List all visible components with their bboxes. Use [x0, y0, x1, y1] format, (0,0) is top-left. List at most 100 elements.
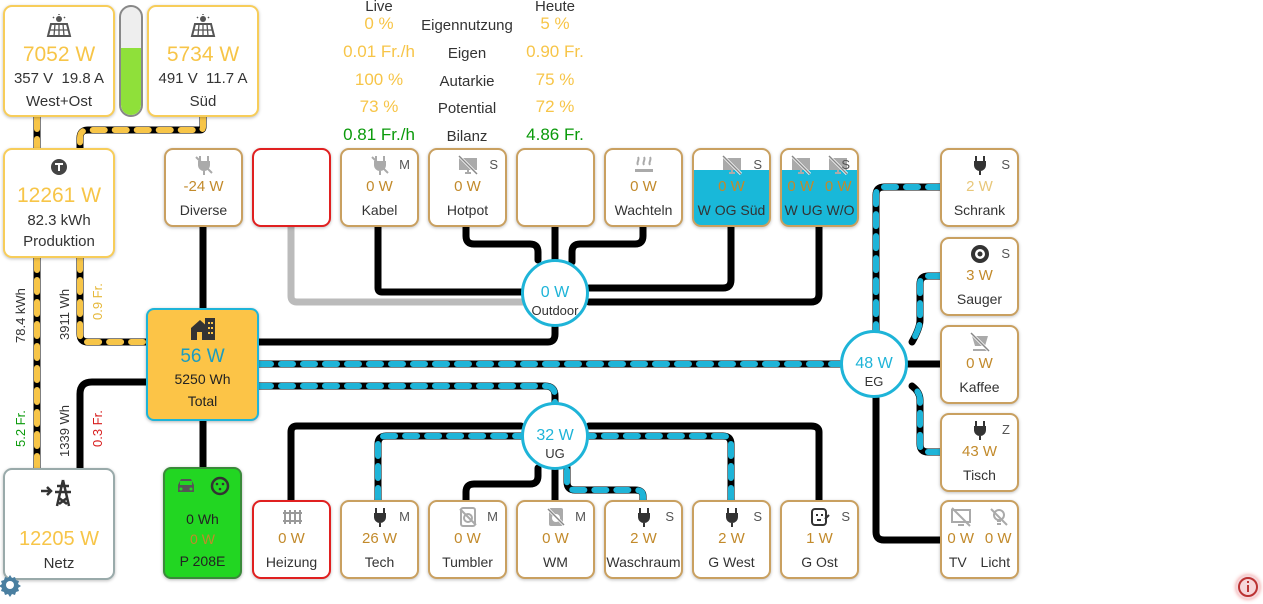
production-card[interactable]: 12261 W 82.3 kWh Produktion — [3, 148, 115, 258]
wire-heizung-ug — [287, 422, 525, 504]
solar-west-volts-amps: 357 V 19.8 A — [13, 70, 105, 87]
solar-sued-card[interactable]: 5734 W 491 V 11.7 A Süd — [147, 5, 259, 117]
stat-live-value: 73 % — [359, 97, 399, 116]
device-value: 2 W — [630, 530, 657, 547]
car-icon — [175, 477, 197, 500]
card-empty-1[interactable] — [252, 148, 331, 227]
device-label: W OG Süd — [697, 202, 766, 218]
mode-tag: S — [1001, 246, 1010, 261]
stat-label: Potential — [437, 100, 497, 117]
mode-tag: Z — [1002, 422, 1010, 437]
mode-tag: M — [399, 509, 410, 524]
device-value: 0 W — [454, 178, 481, 195]
car-card[interactable]: 0 Wh 0 W P 208E — [163, 467, 242, 579]
card-g-ost[interactable]: S 1 W G Ost — [780, 500, 859, 579]
device-label: Tumbler — [442, 554, 493, 570]
device-value-2: 0 W — [984, 530, 1012, 547]
total-card[interactable]: 56 W 5250 Wh Total — [146, 308, 259, 421]
solar-west-label: West+Ost — [26, 93, 92, 110]
card-wachteln[interactable]: 0 W Wachteln — [604, 148, 683, 227]
wire-gost-ug — [585, 422, 823, 504]
device-value: 0 W — [630, 178, 657, 195]
device-value-1: 0 W — [787, 178, 815, 195]
ug-hub[interactable]: 32 W UG — [521, 402, 589, 470]
prod-grid-energy: 78.4 kWh — [13, 288, 28, 343]
stat-label: Bilanz — [446, 128, 488, 145]
device-label: G Ost — [801, 554, 838, 570]
card-diverse[interactable]: -24 W Diverse — [164, 148, 243, 227]
total-label: Total — [187, 393, 218, 409]
wire-prod-total-flow — [77, 255, 149, 345]
stat-label: Eigennutzung — [421, 17, 513, 34]
outdoor-hub[interactable]: 0 W Outdoor — [521, 259, 589, 327]
device-label: Schrank — [953, 202, 1006, 218]
solar-sued-label: Süd — [189, 93, 217, 110]
mode-tag: S — [753, 509, 762, 524]
wire-waschraum-ug — [563, 462, 647, 504]
device-value: -24 W — [183, 178, 224, 195]
card-empty-4[interactable] — [516, 148, 595, 227]
prod-grid-price: 5.2 Fr. — [13, 410, 28, 447]
wire-tisch-eg-flow — [909, 383, 943, 455]
eg-label: EG — [864, 374, 884, 389]
device-label: Diverse — [179, 202, 228, 218]
prod-total-energy: 3911 Wh — [57, 288, 72, 340]
device-label: Tisch — [963, 467, 996, 483]
device-label: Heizung — [265, 554, 318, 570]
plug-icon — [942, 419, 1017, 441]
production-label: Produktion — [23, 233, 95, 250]
wire-sued-prod-flow — [77, 114, 206, 151]
device-label: Wachteln — [614, 202, 673, 218]
solar-sued-volts-amps: 491 V 11.7 A — [158, 70, 248, 87]
screen-off-icon — [782, 154, 857, 176]
mode-tag: S — [841, 157, 850, 172]
wire-wog-outdoor — [585, 222, 735, 292]
settings-gear-icon[interactable] — [0, 573, 22, 597]
mode-tag: S — [841, 509, 850, 524]
mode-tag: S — [489, 157, 498, 172]
ug-label: UG — [545, 446, 565, 461]
plug-off-icon — [342, 154, 417, 176]
device-value: 1 W — [806, 530, 833, 547]
stat-today-value: 0.90 Fr. — [526, 42, 584, 61]
info-icon[interactable] — [1236, 575, 1260, 599]
wire-tech-ug — [374, 432, 525, 504]
wire-grid-total — [76, 378, 150, 472]
device-label: W UG W/O — [784, 202, 855, 218]
plug-off-icon — [166, 154, 241, 176]
grid-card[interactable]: 12205 W Netz — [3, 468, 115, 580]
charger-icon — [210, 476, 230, 501]
plug-icon — [942, 154, 1017, 176]
screen-off-icon — [430, 154, 505, 176]
device-value: 0 W — [454, 530, 481, 547]
device-value: 0 W — [278, 530, 305, 547]
wire-total-ug-flow — [256, 383, 558, 405]
stat-live-value: 0 % — [364, 14, 394, 33]
eg-hub[interactable]: 48 W EG — [840, 330, 908, 398]
power-pylon-icon — [5, 478, 113, 508]
eg-value: 48 W — [855, 355, 893, 372]
tv-off-icon — [942, 506, 1017, 528]
battery-fill — [121, 48, 141, 115]
stat-today-value: 75 % — [535, 70, 575, 89]
vacuum-icon — [942, 243, 1017, 265]
car-energy: 0 Wh — [186, 511, 219, 527]
card-heizung[interactable]: 0 W Heizung — [252, 500, 331, 579]
solar-west-card[interactable]: 7052 W 357 V 19.8 A West+Ost — [3, 5, 115, 117]
device-label: Kabel — [361, 202, 398, 218]
